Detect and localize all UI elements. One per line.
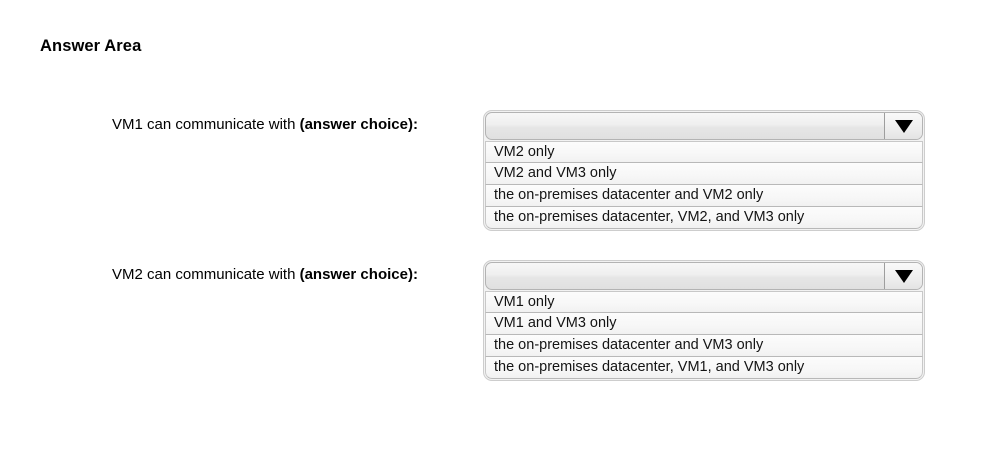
dropdown-1-option-2[interactable]: the on-premises datacenter and VM2 only [485,185,923,207]
dropdown-1-toggle-button[interactable] [884,113,922,139]
dropdown-2[interactable]: VM1 only VM1 and VM3 only the on-premise… [483,260,925,381]
chevron-down-icon [894,119,913,133]
dropdown-1-option-3[interactable]: the on-premises datacenter, VM2, and VM3… [485,207,923,229]
dropdown-1-frame: VM2 only VM2 and VM3 only the on-premise… [483,110,925,231]
question-label-2-lead: VM2 can communicate with [112,266,300,283]
dropdown-2-option-2[interactable]: the on-premises datacenter and VM3 only [485,335,923,357]
dropdown-1[interactable]: VM2 only VM2 and VM3 only the on-premise… [483,110,925,231]
question-label-1-emphasis: (answer choice): [299,116,418,133]
dropdown-2-option-3[interactable]: the on-premises datacenter, VM1, and VM3… [485,357,923,379]
dropdown-1-option-list: VM2 only VM2 and VM3 only the on-premise… [485,141,923,229]
dropdown-2-combobox[interactable] [485,262,923,290]
dropdown-2-frame: VM1 only VM1 and VM3 only the on-premise… [483,260,925,381]
dropdown-1-option-0[interactable]: VM2 only [485,141,923,163]
dropdown-1-combobox[interactable] [485,112,923,140]
question-label-2: VM2 can communicate with (answer choice)… [112,266,472,283]
dropdown-2-toggle-button[interactable] [884,263,922,289]
dropdown-2-option-0[interactable]: VM1 only [485,291,923,313]
question-label-1-lead: VM1 can communicate with [112,116,300,133]
question-label-1: VM1 can communicate with (answer choice)… [112,116,472,133]
chevron-down-icon [894,269,913,283]
question-label-2-emphasis: (answer choice): [299,266,418,283]
page-title: Answer Area [40,37,142,55]
dropdown-2-option-1[interactable]: VM1 and VM3 only [485,313,923,335]
dropdown-1-option-1[interactable]: VM2 and VM3 only [485,163,923,185]
dropdown-2-option-list: VM1 only VM1 and VM3 only the on-premise… [485,291,923,379]
